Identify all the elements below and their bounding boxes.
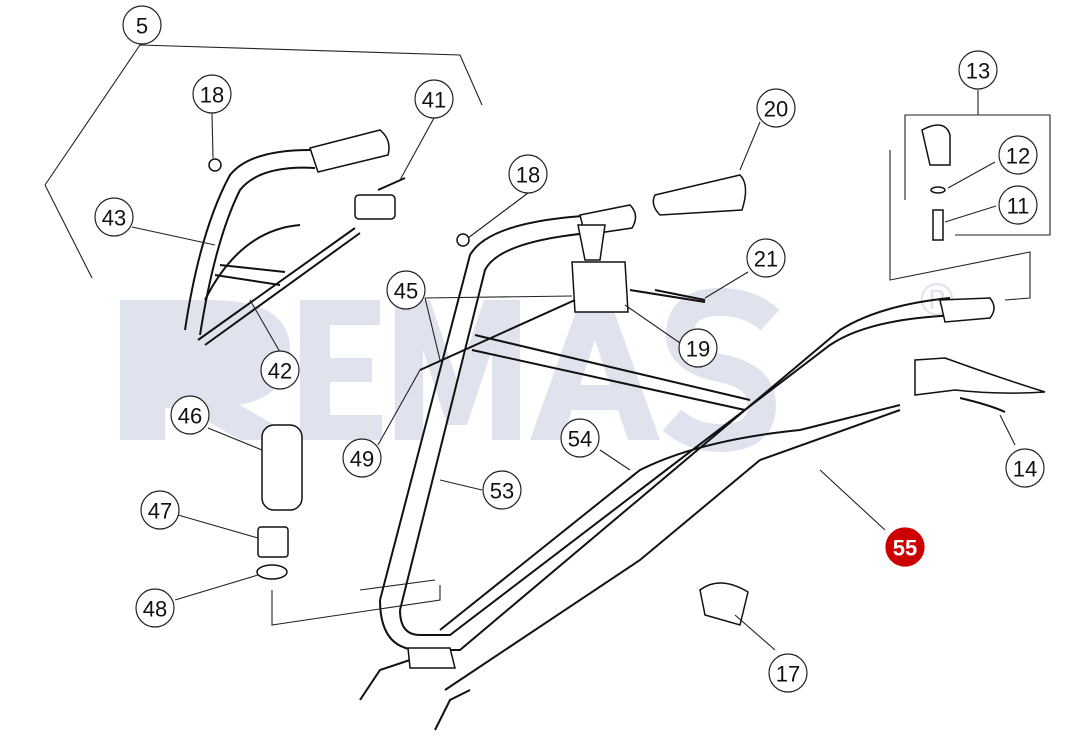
callout-circle (678, 328, 718, 368)
callout-49: 49 (342, 438, 382, 478)
callout-circle (482, 470, 522, 510)
callout-circle (508, 154, 548, 194)
callout-18: 18 (508, 154, 548, 194)
callout-48: 48 (135, 588, 175, 628)
callout-circle (414, 79, 454, 119)
callout-11: 11 (998, 185, 1038, 225)
callout-43: 43 (94, 197, 134, 237)
callout-47: 47 (140, 490, 180, 530)
callout-46: 46 (170, 395, 210, 435)
callout-circle (998, 185, 1038, 225)
callout-54: 54 (560, 418, 600, 458)
leader-lines (44, 44, 1051, 651)
callout-number: 47 (148, 499, 172, 524)
callout-circle (998, 135, 1038, 175)
callout-21: 21 (746, 238, 786, 278)
callout-circle (560, 418, 600, 458)
callout-circle (756, 88, 796, 128)
callout-number: 18 (516, 163, 540, 188)
callout-53: 53 (482, 470, 522, 510)
callout-number: 42 (268, 359, 292, 384)
callout-number: 11 (1007, 194, 1030, 219)
callout-number: 5 (136, 14, 148, 39)
callout-number: 13 (966, 59, 990, 84)
callout-number: 20 (764, 97, 788, 122)
callout-number: 48 (143, 597, 167, 622)
callout-42: 42 (260, 350, 300, 390)
callout-45: 45 (386, 270, 426, 310)
callout-circle (386, 270, 426, 310)
callout-circle (746, 238, 786, 278)
callout-number: 53 (490, 479, 514, 504)
callout-number: 49 (350, 447, 374, 472)
handlebar-drawings (184, 124, 1046, 731)
callout-20: 20 (756, 88, 796, 128)
callout-number: 55 (893, 536, 917, 561)
callout-19: 19 (678, 328, 718, 368)
callout-number: 45 (394, 279, 418, 304)
callout-18: 18 (192, 74, 232, 114)
callout-13: 13 (958, 50, 998, 90)
callout-labels: 5 18 41 43 42 46 47 48 45 49 53 18 20 21 19 54 13 12 11 14 5… (94, 5, 1045, 693)
callout-circle (958, 50, 998, 90)
callout-41: 41 (414, 79, 454, 119)
callout-circle (192, 74, 232, 114)
callout-number: 41 (422, 88, 446, 113)
callout-number: 54 (568, 427, 592, 452)
callout-circle (768, 653, 808, 693)
callout-number: 14 (1013, 457, 1037, 482)
callout-circle (94, 197, 134, 237)
callout-circle (885, 527, 925, 567)
callout-number: 43 (102, 206, 126, 231)
callout-number: 12 (1006, 144, 1030, 169)
callout-number: 19 (686, 337, 710, 362)
callout-14: 14 (1005, 448, 1045, 488)
callout-number: 18 (200, 83, 224, 108)
callout-circle (122, 5, 162, 45)
callout-number: 46 (178, 404, 202, 429)
callout-circle (135, 588, 175, 628)
callout-55: 55 (885, 527, 925, 567)
callout-5: 5 (122, 5, 162, 45)
callout-circle (1005, 448, 1045, 488)
remas-watermark: ® (120, 273, 954, 453)
callout-circle (260, 350, 300, 390)
callout-circle (170, 395, 210, 435)
callout-12: 12 (998, 135, 1038, 175)
callout-circle (342, 438, 382, 478)
callout-circle (140, 490, 180, 530)
callout-number: 21 (754, 247, 778, 272)
callout-number: 17 (776, 662, 800, 687)
callout-17: 17 (768, 653, 808, 693)
